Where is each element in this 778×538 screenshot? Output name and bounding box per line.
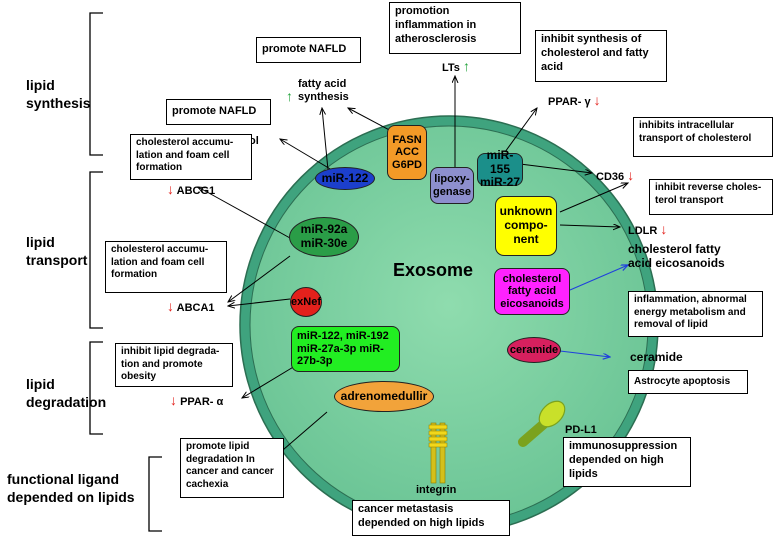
category-lipid-transport: lipid transport [26,234,88,268]
integrin-label: integrin [416,484,457,496]
abca1-label: ABCA1 [176,302,215,314]
cd36-label: CD36 [596,171,625,183]
inhibit-synthesis-box: inhibit synthesis of cholesterol and fat… [535,30,667,82]
ldlr-target: LDLR ↓ [628,221,667,238]
cholesterol-fatty-acid-pill: cholesterol fatty acid eicosanoids [494,268,570,315]
chol-fa-eicosanoids-output: cholesterol fatty acid eicosanoids [628,242,725,270]
bracket-synthesis [89,12,103,156]
ppar-alpha-target: ↓ PPAR- α [170,392,223,409]
exosome-label: Exosome [393,260,474,280]
down-arrow-icon: ↓ [627,167,635,183]
arrow-mirs-ppar [242,365,296,398]
mir92-label: miR-92a miR-30e [300,222,348,250]
down-arrow-icon: ↓ [170,392,177,408]
ceramide-pill: ceramide [507,337,561,363]
promote-degradation-box: promote lipid degradation In cancer and … [180,438,284,498]
arrow-mir155-cd36 [519,163,592,173]
inhibits-intracellular-box: inhibits intracellular transport of chol… [633,117,773,157]
foam-cell-box-2: cholesterol accumu- lation and foam cell… [105,241,227,293]
abca1-target: ↓ ABCA1 [167,298,215,315]
mir155-label: miR-155 miR-27 [479,147,520,190]
unknown-component-label: unknown compo- nent [499,204,553,246]
inflammation-energy-box: inflammation, abnormal energy metabolism… [628,291,763,337]
ppar-alpha-label: PPAR- α [180,396,224,408]
ppar-gamma-target: PPAR- γ ↓ [548,92,601,109]
arrow-mir122-fattyacid [322,108,329,171]
category-functional-ligand: functional ligand depended on lipids [7,471,135,505]
down-arrow-icon: ↓ [167,298,174,314]
mir92-pill: miR-92a miR-30e [289,217,359,257]
cancer-metastasis-box: cancer metastasis depended on high lipid… [352,500,510,536]
up-arrow-icon: ↑ [463,58,470,74]
arrow-ceramide-out [559,350,610,357]
abcg1-target: ↓ ABCG1 [167,181,215,198]
fatty-acid-synthesis-label: fatty acid synthesis [298,78,349,103]
immunosuppression-box: immunosuppression depended on high lipid… [563,437,691,487]
arrow-unknown-cd36 [559,183,628,213]
arrow-exnef-abca1 [228,298,291,306]
bracket-degradation [89,341,103,435]
down-arrow-icon: ↓ [167,181,174,197]
fasn-acc-g6pd-label: FASN ACC G6PD [392,133,422,171]
lts-target: LTs ↑ [442,58,470,75]
cholesterol-fatty-acid-label: cholesterol fatty acid eicosanoids [500,272,564,310]
up-arrow-icon: ↑ [286,88,293,104]
lipoxygenase-label: lipoxy- genase [433,172,471,198]
astrocyte-apoptosis-box: Astrocyte apoptosis [628,370,748,394]
ppar-gamma-label: PPAR- γ [548,96,591,108]
inhibit-reverse-box: inhibit reverse choles- terol transport [649,179,773,215]
mir122-pill: miR-122 [315,167,375,190]
pdl1-label: PD-L1 [565,424,597,436]
inhibit-degradation-box: inhibit lipid degrada- tion and promote … [115,343,233,387]
category-lipid-synthesis: lipid synthesis [26,77,91,111]
ceramide-output: ceramide [630,350,683,364]
down-arrow-icon: ↓ [593,92,601,108]
lts-label: LTs [442,62,460,74]
fatty-acid-synthesis-target: ↑ fatty acid synthesis [286,78,360,104]
arrow-mir155-ppar [504,108,537,153]
integrin-icon [428,422,448,484]
arrow-unknown-ldlr [559,225,620,227]
exnef-pill: exNef [290,287,322,317]
mirs-degradation-pill: miR-122, miR-192 miR-27a-3p miR-27b-3p [291,326,400,372]
ldlr-label: LDLR [628,225,658,237]
arrow-mir122-cholesterol [280,139,333,171]
abcg1-label: ABCG1 [176,185,216,197]
pdl1-icon [518,400,566,447]
promote-nafld-box-2: promote NAFLD [256,37,361,63]
promotion-inflammation-box: promotion inflammation in atherosclerosi… [389,2,521,54]
mir155-pill: miR-155 miR-27 [477,148,523,189]
mirs-degradation-label: miR-122, miR-192 miR-27a-3p miR-27b-3p [297,330,389,368]
arrow-cholfat-out [569,265,628,291]
arrow-mir92-abcg1 [198,187,291,239]
adrenomedullin-pill: adrenomedullir [334,381,434,412]
foam-cell-box-1: cholesterol accumu- lation and foam cell… [130,134,252,180]
category-lipid-degradation: lipid degradation [26,376,107,410]
bracket-ligand [148,456,162,532]
lipoxygenase-pill: lipoxy- genase [430,167,474,204]
cd36-target: CD36 ↓ [596,167,634,184]
unknown-component-pill: unknown compo- nent [495,196,557,256]
promote-nafld-box-1: promote NAFLD [166,99,271,125]
fasn-acc-g6pd-pill: FASN ACC G6PD [387,125,427,180]
arrow-mir92-abca1 [228,255,291,302]
down-arrow-icon: ↓ [660,221,668,237]
bracket-transport [89,171,103,329]
